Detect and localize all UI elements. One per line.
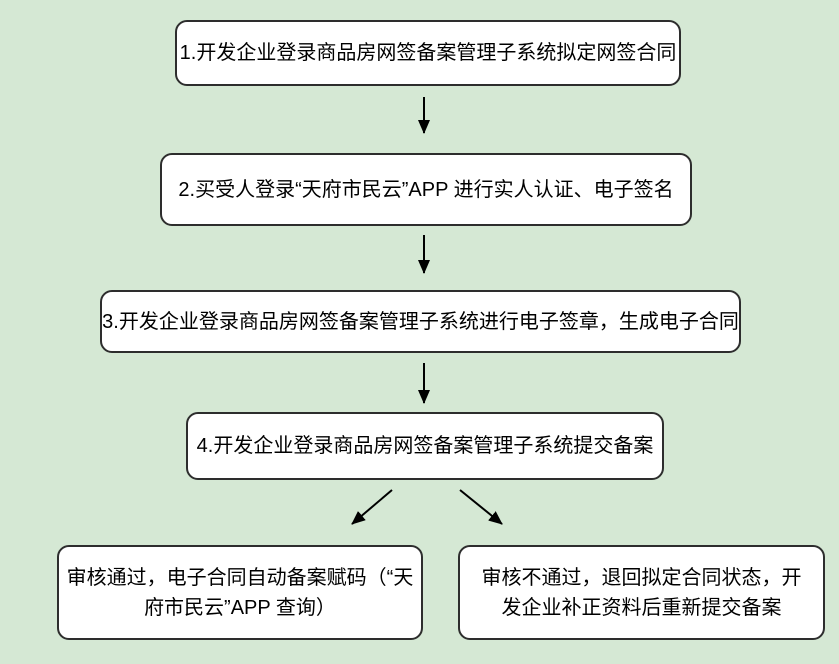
flow-step-1-label: 1.开发企业登录商品房网签备案管理子系统拟定网签合同 xyxy=(179,42,677,64)
flow-outcome-fail-line-1: 审核不通过，退回拟定合同状态，开 xyxy=(481,566,802,589)
flow-step-3: 3.开发企业登录商品房网签备案管理子系统进行电子签章，生成电子合同 xyxy=(100,290,741,353)
flow-outcome-pass-line-2: 府市民云”APP 查询） xyxy=(144,596,336,619)
arrow-step4-to-pass xyxy=(351,489,393,525)
flow-outcome-pass: 审核通过，电子合同自动备案赋码（“天 府市民云”APP 查询） xyxy=(57,545,423,640)
flow-step-2: 2.买受人登录“天府市民云”APP 进行实人认证、电子签名 xyxy=(160,153,692,226)
flow-step-1: 1.开发企业登录商品房网签备案管理子系统拟定网签合同 xyxy=(175,20,681,86)
flow-step-4: 4.开发企业登录商品房网签备案管理子系统提交备案 xyxy=(186,412,664,480)
flow-step-3-label: 3.开发企业登录商品房网签备案管理子系统进行电子签章，生成电子合同 xyxy=(102,310,739,333)
flow-step-2-label: 2.买受人登录“天府市民云”APP 进行实人认证、电子签名 xyxy=(178,178,674,201)
flow-outcome-fail-line-2: 发企业补正资料后重新提交备案 xyxy=(501,596,782,619)
flow-step-4-label: 4.开发企业登录商品房网签备案管理子系统提交备案 xyxy=(196,435,654,457)
flow-outcome-fail: 审核不通过，退回拟定合同状态，开 发企业补正资料后重新提交备案 xyxy=(458,545,825,640)
flow-outcome-pass-line-1: 审核通过，电子合同自动备案赋码（“天 xyxy=(66,566,414,589)
arrow-step4-to-fail xyxy=(459,489,503,525)
